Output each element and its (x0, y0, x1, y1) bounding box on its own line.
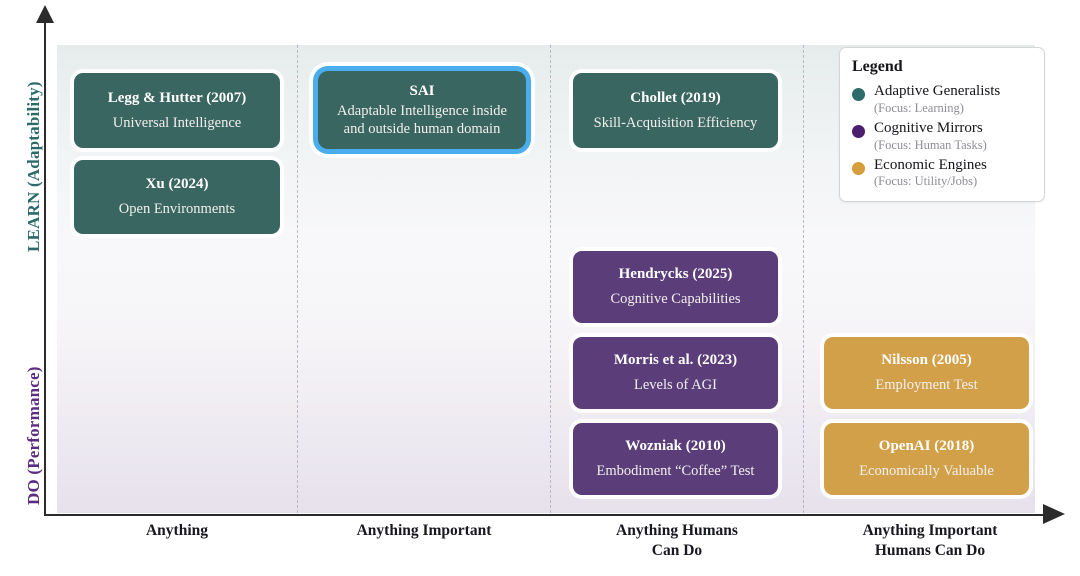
box-title: Chollet (2019) (630, 89, 721, 106)
box-title: Xu (2024) (145, 176, 209, 193)
box-subtitle: Cognitive Capabilities (610, 291, 741, 308)
x-tick-label-anything-important: Anything Important (356, 522, 492, 539)
y-axis-arrow-icon (36, 5, 54, 23)
box-title: Morris et al. (2023) (613, 352, 738, 369)
concept-box-morris[interactable]: Morris et al. (2023) Levels of AGI (573, 337, 778, 409)
concept-box-sai[interactable]: SAI Adaptable Intelligence inside and ou… (318, 71, 526, 149)
column-divider-1 (297, 45, 298, 513)
box-title: Wozniak (2010) (625, 438, 726, 455)
y-axis-label-do: DO (Performance) (24, 366, 43, 505)
legend-item-cognitive-mirrors: Cognitive Mirrors (Focus: Human Tasks) (852, 120, 1032, 153)
box-subtitle: Open Environments (118, 201, 236, 218)
column-divider-2 (550, 45, 551, 513)
box-title: OpenAI (2018) (878, 438, 975, 455)
concept-box-legg-hutter[interactable]: Legg & Hutter (2007) Universal Intellige… (74, 73, 280, 148)
legend-item-focus: (Focus: Learning) (874, 100, 964, 115)
legend-item-focus: (Focus: Human Tasks) (874, 137, 987, 152)
concept-box-hendrycks[interactable]: Hendrycks (2025) Cognitive Capabilities (573, 251, 778, 323)
legend-dot-icon (852, 88, 865, 101)
column-divider-3 (803, 45, 804, 513)
concept-box-nilsson[interactable]: Nilsson (2005) Employment Test (824, 337, 1029, 409)
legend-item-focus: (Focus: Utility/Jobs) (874, 174, 978, 189)
legend-dot-icon (852, 161, 865, 175)
box-title: Legg & Hutter (2007) (107, 89, 247, 106)
legend-item-economic-engines: Economic Engines (Focus: Utility/Jobs) (852, 157, 1032, 190)
x-axis-arrow-icon (1043, 504, 1065, 524)
legend: Legend Adaptive Generalists (Focus: Lear… (839, 47, 1045, 203)
box-subtitle: Levels of AGI (634, 377, 717, 394)
box-subtitle: Universal Intelligence (112, 114, 242, 131)
box-subtitle: Employment Test (875, 377, 978, 394)
y-axis-label-learn: LEARN (Adaptability) (24, 81, 43, 252)
legend-dot-icon (852, 124, 865, 138)
box-subtitle: Embodiment “Coffee” Test (596, 463, 755, 480)
concept-box-openai[interactable]: OpenAI (2018) Economically Valuable (824, 423, 1029, 495)
concept-box-wozniak[interactable]: Wozniak (2010) Embodiment “Coffee” Test (573, 423, 778, 495)
x-axis-line (44, 514, 1044, 516)
box-title: SAI (409, 82, 435, 99)
legend-item-label: Economic Engines (874, 156, 987, 173)
box-title: Hendrycks (2025) (618, 266, 733, 283)
box-title: Nilsson (2005) (881, 352, 972, 369)
legend-item-label: Cognitive Mirrors (874, 119, 983, 136)
box-subtitle: Adaptable Intelligence inside and outsid… (337, 103, 507, 137)
box-subtitle: Economically Valuable (859, 463, 994, 480)
legend-item-adaptive-generalists: Adaptive Generalists (Focus: Learning) (852, 83, 1032, 116)
legend-title: Legend (852, 58, 903, 75)
y-axis-line (44, 20, 46, 516)
legend-item-label: Adaptive Generalists (874, 83, 1001, 99)
concept-box-xu[interactable]: Xu (2024) Open Environments (74, 160, 280, 234)
concept-box-chollet[interactable]: Chollet (2019) Skill-Acquisition Efficie… (573, 73, 778, 148)
x-tick-label-anything: Anything (145, 522, 209, 539)
box-subtitle: Skill-Acquisition Efficiency (593, 114, 758, 131)
